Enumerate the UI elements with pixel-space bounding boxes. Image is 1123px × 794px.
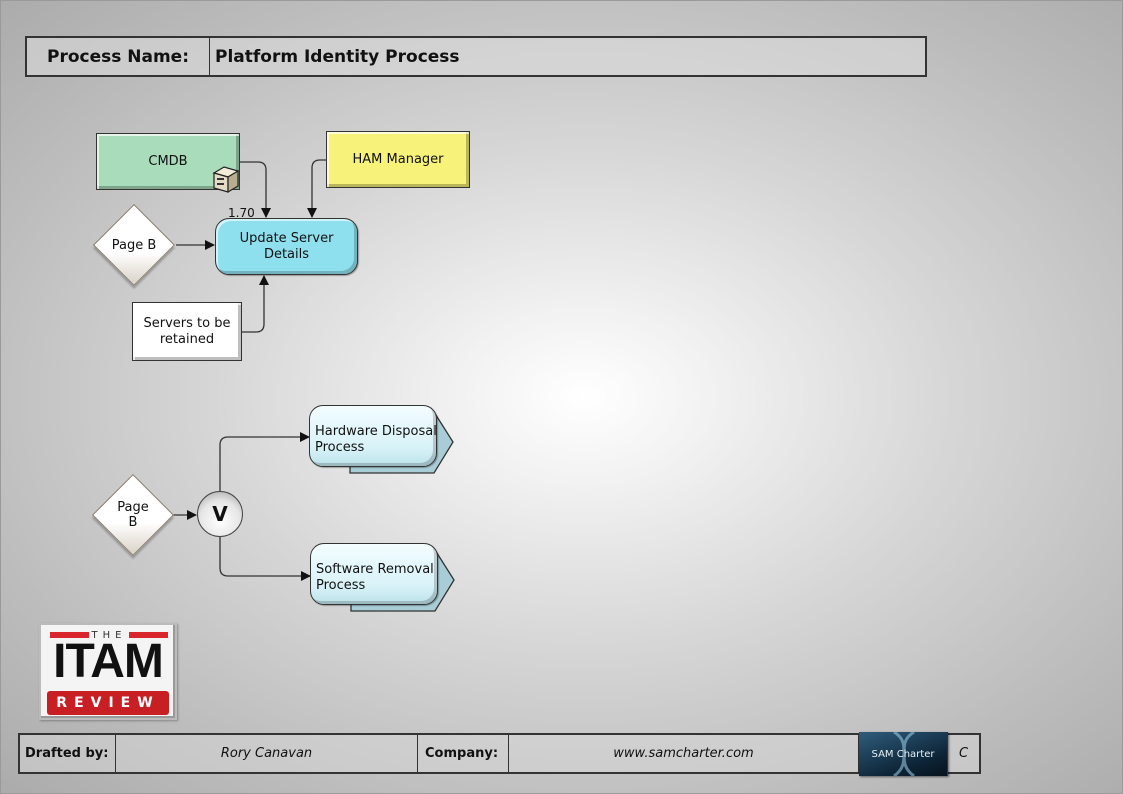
update-server-details-task[interactable]: Update Server Details: [215, 218, 358, 275]
ham-manager-label: HAM Manager: [352, 152, 444, 167]
company-value: www.samcharter.com: [509, 735, 859, 772]
software-removal-box: Software Removal Process: [310, 543, 438, 605]
servers-to-be-retained-node[interactable]: Servers to be retained: [132, 302, 242, 361]
hardware-disposal-line2: Process: [315, 440, 365, 455]
page-b-connector-top[interactable]: Page B: [92, 203, 176, 287]
hardware-disposal-subprocess[interactable]: Hardware Disposal Process: [309, 405, 459, 479]
cmdb-node[interactable]: CMDB: [96, 133, 240, 194]
page-b-bottom-label: Page B: [94, 476, 172, 554]
logo-the: THE: [47, 629, 171, 641]
edge-servers-to-update: [242, 275, 269, 333]
or-gateway[interactable]: V: [197, 491, 243, 537]
hardware-disposal-box: Hardware Disposal Process: [309, 405, 437, 467]
servers-retained-label: Servers to be retained: [143, 315, 231, 347]
dna-helix-icon: [893, 732, 915, 776]
process-name-value: Platform Identity Process: [215, 46, 460, 67]
logo-review: REVIEW: [47, 691, 169, 715]
footer-bar: Drafted by: Rory Canavan Company: www.sa…: [18, 732, 981, 776]
step-number: 1.70: [228, 206, 255, 220]
page-b-bottom-line2: B: [128, 515, 138, 530]
itam-review-logo: THE ITAM REVIEW: [39, 623, 177, 720]
update-server-label: Update Server Details: [239, 230, 334, 262]
version-value: C: [958, 746, 969, 761]
process-name-header: Process Name: Platform Identity Process: [25, 36, 927, 77]
drafted-by-value: Rory Canavan: [116, 735, 418, 772]
edge-gateway-to-software: [219, 537, 311, 581]
hardware-disposal-line1: Hardware Disposal: [315, 424, 437, 439]
software-removal-subprocess[interactable]: Software Removal Process: [310, 543, 460, 617]
software-removal-line2: Process: [316, 578, 366, 593]
cmdb-label: CMDB: [148, 154, 188, 169]
edge-ham-to-update: [307, 159, 326, 218]
page-b-bottom-line1: Page: [117, 500, 149, 515]
drafted-by-label: Drafted by:: [20, 735, 116, 772]
company-label: Company:: [418, 735, 509, 772]
ham-manager-node[interactable]: HAM Manager: [326, 131, 470, 188]
process-name-label: Process Name:: [27, 38, 210, 75]
software-removal-line1: Software Removal: [316, 562, 434, 577]
sam-charter-logo: SAM Charter: [859, 732, 948, 776]
page-b-connector-bottom[interactable]: Page B: [91, 473, 175, 557]
edge-gateway-to-hardware: [219, 432, 310, 491]
gateway-label: V: [212, 502, 228, 526]
server-icon: [212, 166, 240, 194]
page-b-top-label: Page B: [111, 237, 157, 253]
logo-itam: ITAM: [53, 635, 164, 688]
sam-charter-text: SAM Charter: [871, 748, 935, 760]
